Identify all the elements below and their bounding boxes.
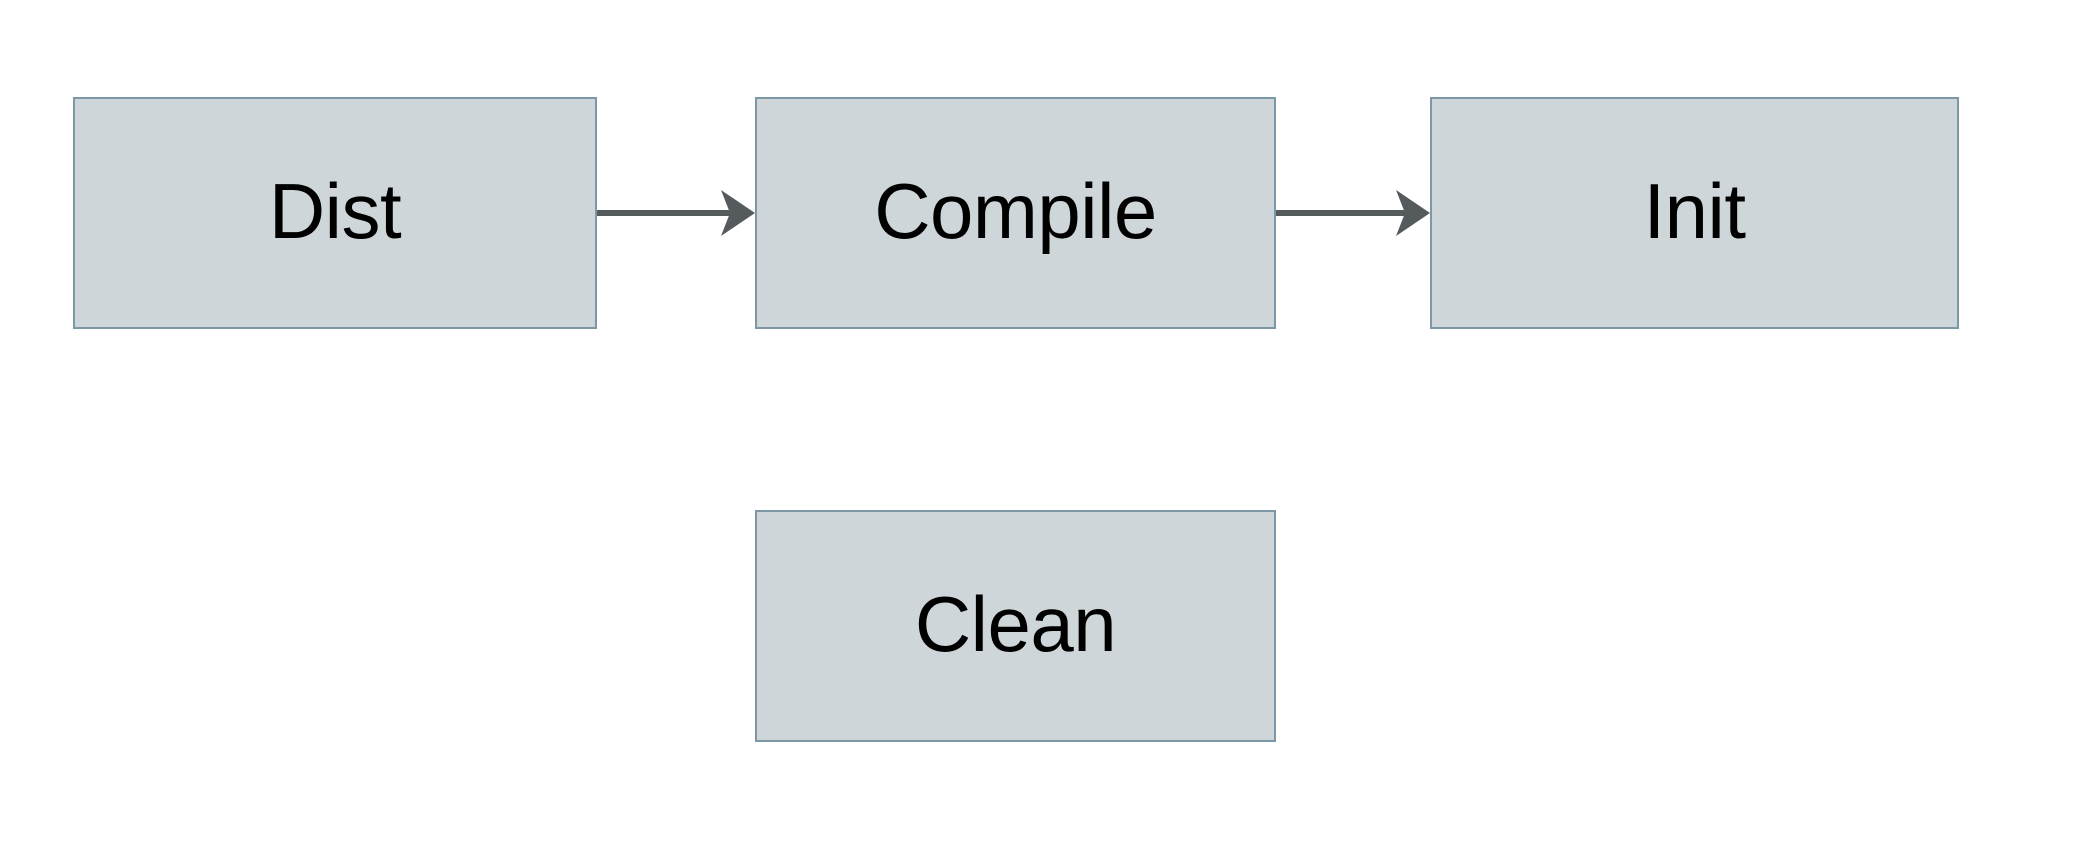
- node-label-init: Init: [1643, 167, 1746, 255]
- diagram-node-compile[interactable]: Compile: [755, 97, 1276, 329]
- diagram-node-dist[interactable]: Dist: [73, 97, 597, 329]
- node-label-dist: Dist: [268, 167, 402, 255]
- diagram-node-init[interactable]: Init: [1430, 97, 1959, 329]
- diagram-edge-compile-to-init[interactable]: [1276, 187, 1430, 239]
- node-label-clean: Clean: [914, 580, 1117, 668]
- node-label-compile: Compile: [874, 167, 1157, 255]
- diagram-edge-dist-to-compile[interactable]: [597, 187, 755, 239]
- diagram-node-clean[interactable]: Clean: [755, 510, 1276, 742]
